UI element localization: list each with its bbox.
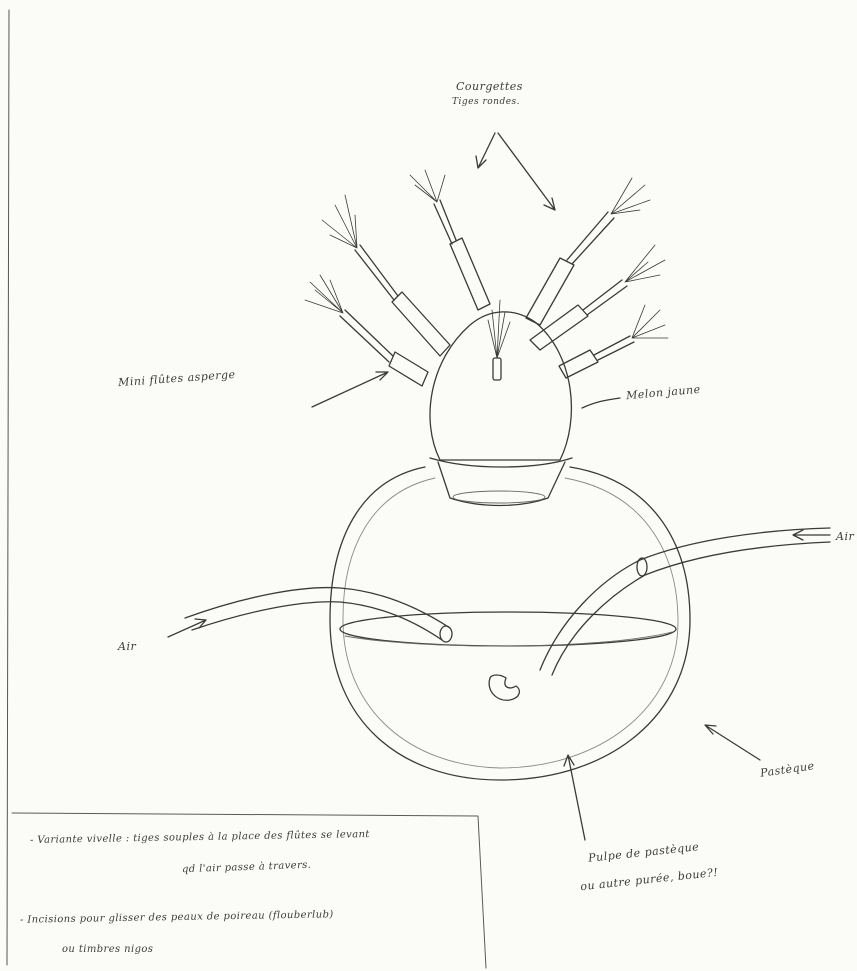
flute-2-stem bbox=[355, 245, 398, 300]
melon-outline bbox=[430, 312, 571, 460]
watermelon-outline bbox=[330, 467, 690, 780]
air-tube-right bbox=[540, 528, 830, 675]
arrow-mini-flutes bbox=[312, 372, 388, 407]
flute-1 bbox=[389, 352, 428, 386]
flute-2-brush bbox=[322, 195, 357, 248]
center-flute-brush bbox=[488, 300, 510, 358]
flute-6-brush bbox=[632, 305, 668, 338]
flute-4 bbox=[526, 258, 574, 325]
air-tube-right-end bbox=[637, 558, 647, 576]
watermelon-inner-outline bbox=[343, 478, 678, 768]
note-line-4: ou timbres nigos bbox=[62, 944, 153, 955]
melon-base-opening bbox=[453, 491, 545, 503]
flute-1-stem bbox=[340, 310, 393, 362]
flute-1-brush bbox=[305, 275, 343, 313]
label-air-right: Air bbox=[836, 530, 854, 543]
arrow-melon bbox=[582, 398, 620, 408]
liquid-surface bbox=[340, 612, 676, 646]
arrow-air-left bbox=[168, 619, 206, 637]
flute-6 bbox=[559, 350, 598, 378]
label-courgettes: Courgettes bbox=[456, 80, 523, 93]
arrow-pulpe bbox=[564, 755, 585, 840]
liquid-surface-line2 bbox=[345, 632, 672, 646]
center-flute bbox=[493, 358, 501, 380]
flute-2 bbox=[392, 292, 450, 356]
flute-5-stem bbox=[583, 280, 627, 315]
arrow-pasteque bbox=[705, 725, 760, 760]
melon-base bbox=[438, 462, 565, 506]
arrow-courgettes-left bbox=[476, 133, 495, 168]
air-tube-left-end bbox=[440, 626, 452, 642]
flute-4-stem bbox=[567, 212, 614, 264]
air-tube-left bbox=[185, 588, 450, 640]
label-air-left: Air bbox=[118, 640, 136, 653]
page-edge-line bbox=[7, 10, 9, 965]
flute-4-brush bbox=[611, 178, 650, 214]
arrow-courgettes-right bbox=[498, 133, 555, 210]
pulp-blob bbox=[489, 675, 519, 700]
flute-3 bbox=[450, 238, 490, 310]
flute-3-brush bbox=[410, 170, 445, 202]
flute-3-stem bbox=[434, 200, 456, 244]
flute-5 bbox=[530, 305, 588, 350]
label-tiges-rondes: Tiges rondes. bbox=[452, 97, 520, 107]
flute-6-stem bbox=[594, 336, 634, 360]
flute-5-brush bbox=[625, 245, 665, 282]
arrow-air-right bbox=[793, 530, 830, 540]
